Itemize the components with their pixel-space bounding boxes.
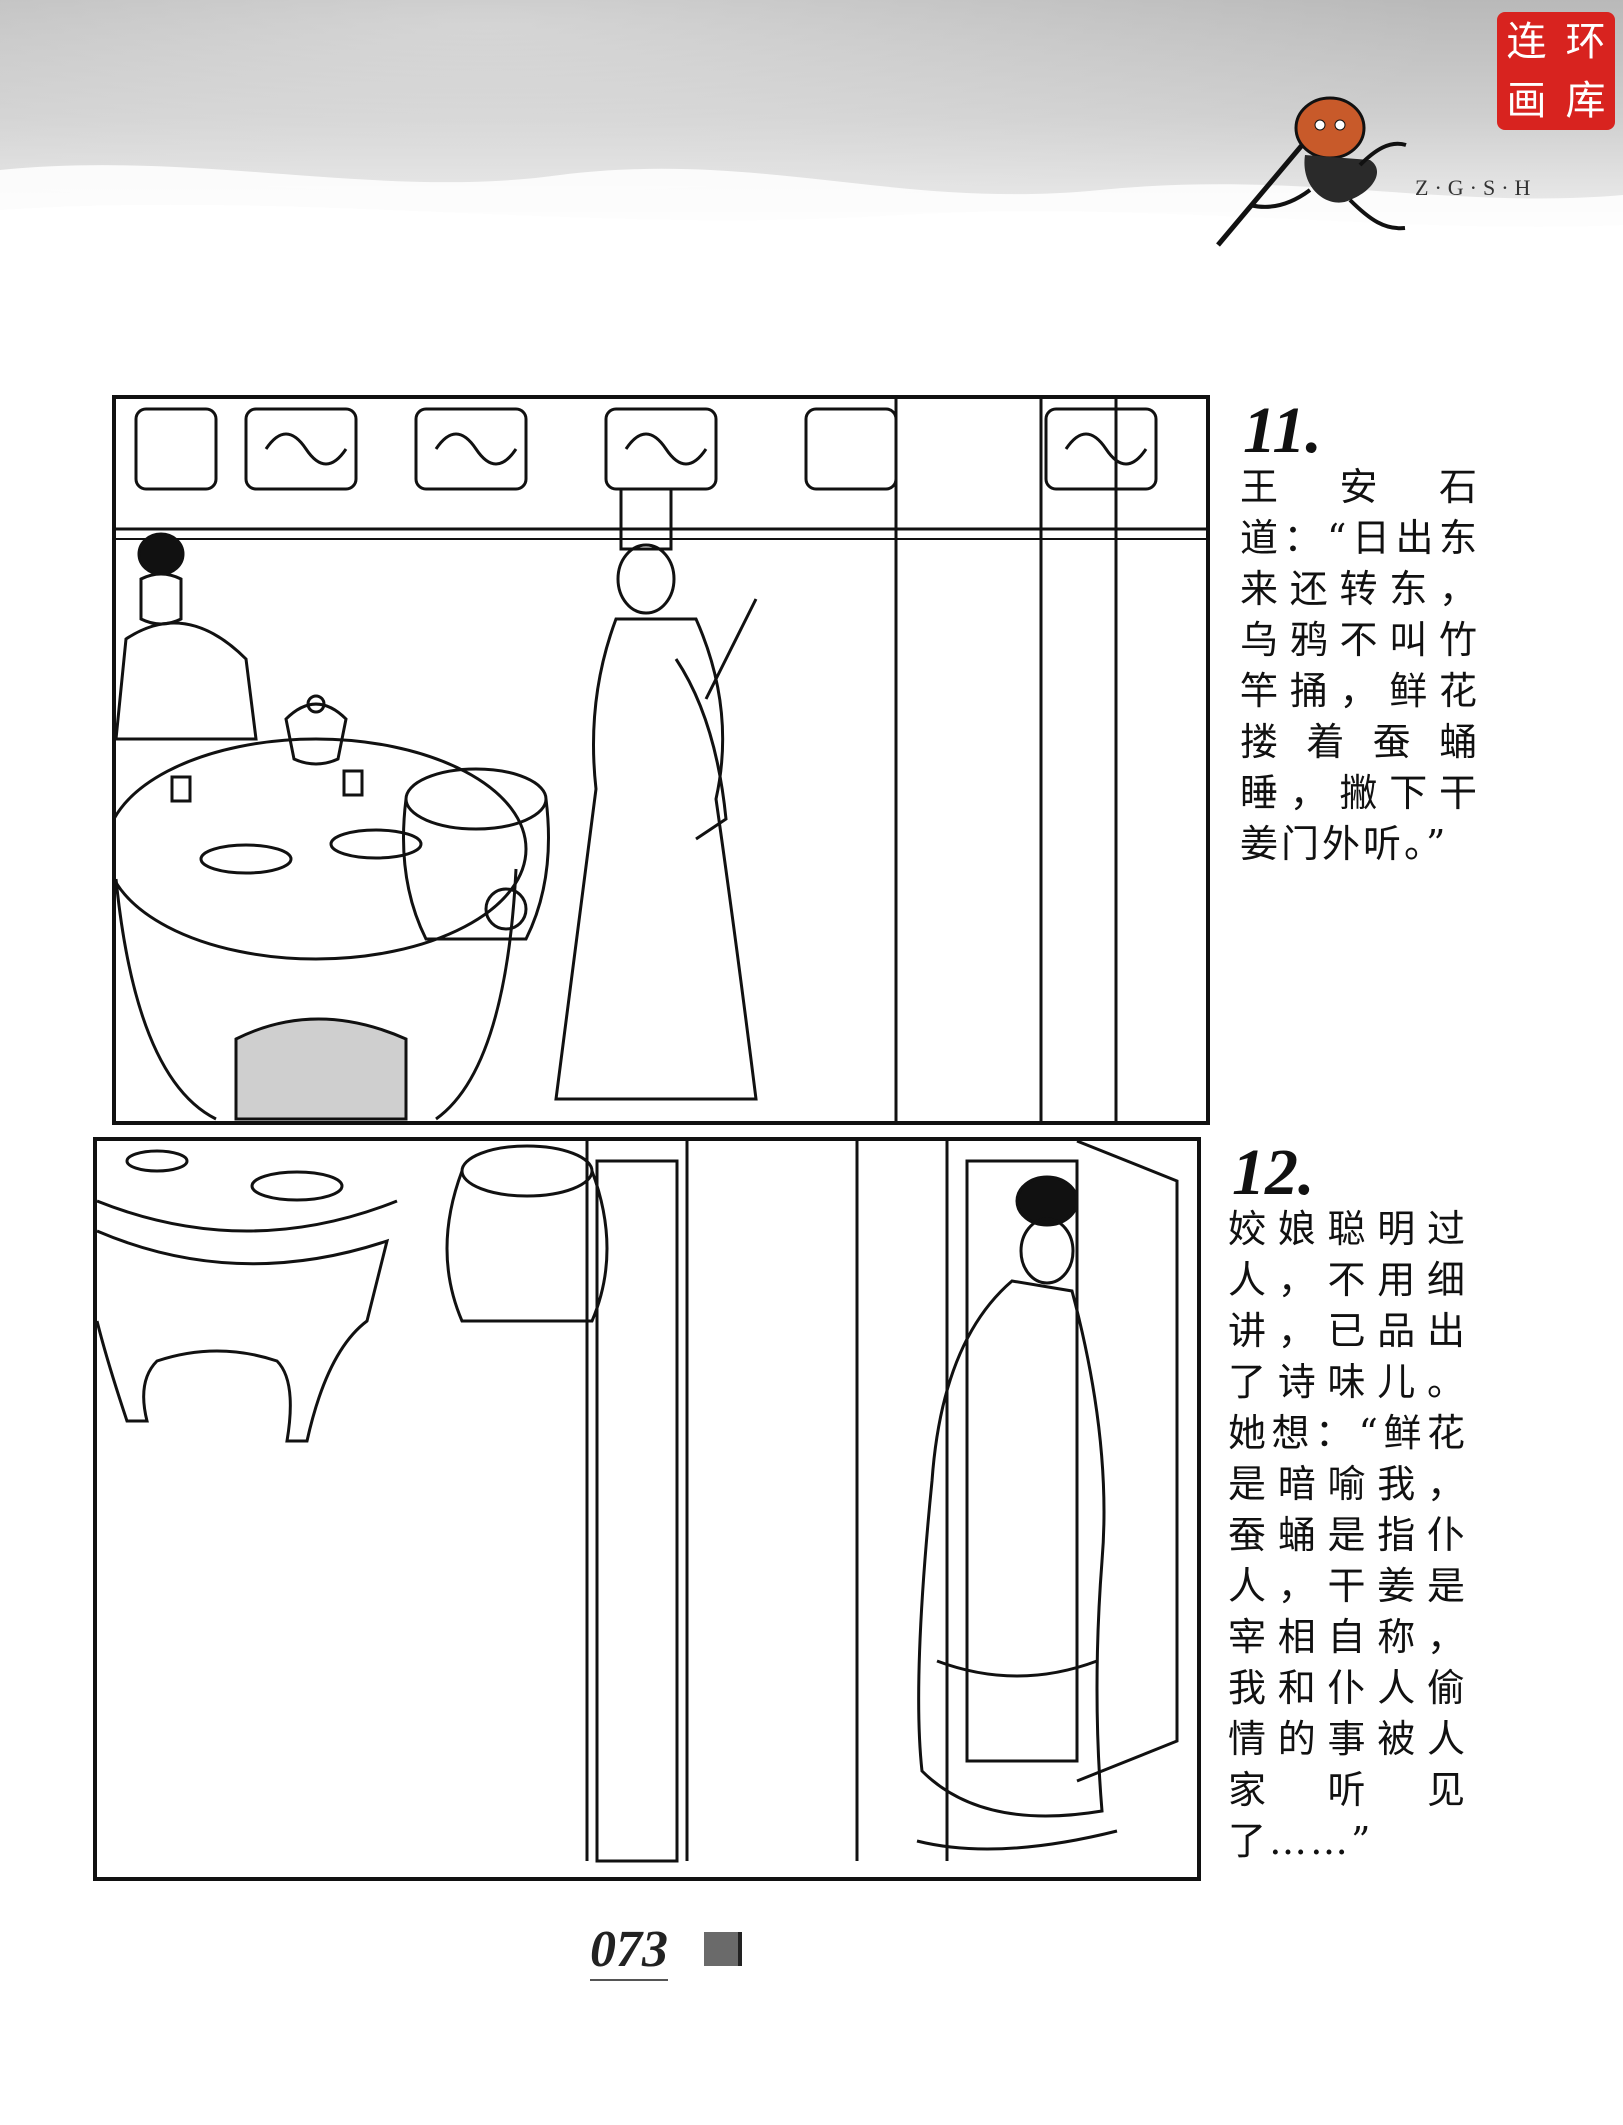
panel-11-caption: 王安石道：“日出东来还转东，乌鸦不叫竹竿捅，鲜花搂着蚕蛹睡，撇下干姜门外听。” xyxy=(1240,465,1480,866)
page-number: 073 xyxy=(590,1920,668,1981)
series-mark: Z·G·S·H xyxy=(1415,175,1537,200)
panel-12-illustration xyxy=(97,1141,1179,1863)
comic-panel-11 xyxy=(112,395,1210,1125)
panel-11-illustration xyxy=(116,399,1206,1121)
header-wave-decoration xyxy=(0,165,1623,260)
seal-char-3: 画 xyxy=(1506,77,1547,124)
comic-panel-12 xyxy=(93,1137,1201,1881)
panel-11-number: 11. xyxy=(1243,394,1322,467)
panel-12-caption: 姣娘聪明过人，不用细讲，已品出了诗味儿。她想：“鲜花是暗喻我，蚕蛹是指仆人，干姜… xyxy=(1228,1207,1468,1863)
publisher-seal-logo: 连 环 画 库 xyxy=(1497,12,1615,130)
panel-12-number: 12. xyxy=(1232,1136,1315,1209)
page-number-square-ornament xyxy=(704,1932,742,1966)
seal-char-4: 库 xyxy=(1565,77,1606,124)
seal-char-1: 连 xyxy=(1506,18,1547,65)
seal-char-2: 环 xyxy=(1565,18,1606,65)
monkey-king-illustration xyxy=(1216,96,1407,247)
